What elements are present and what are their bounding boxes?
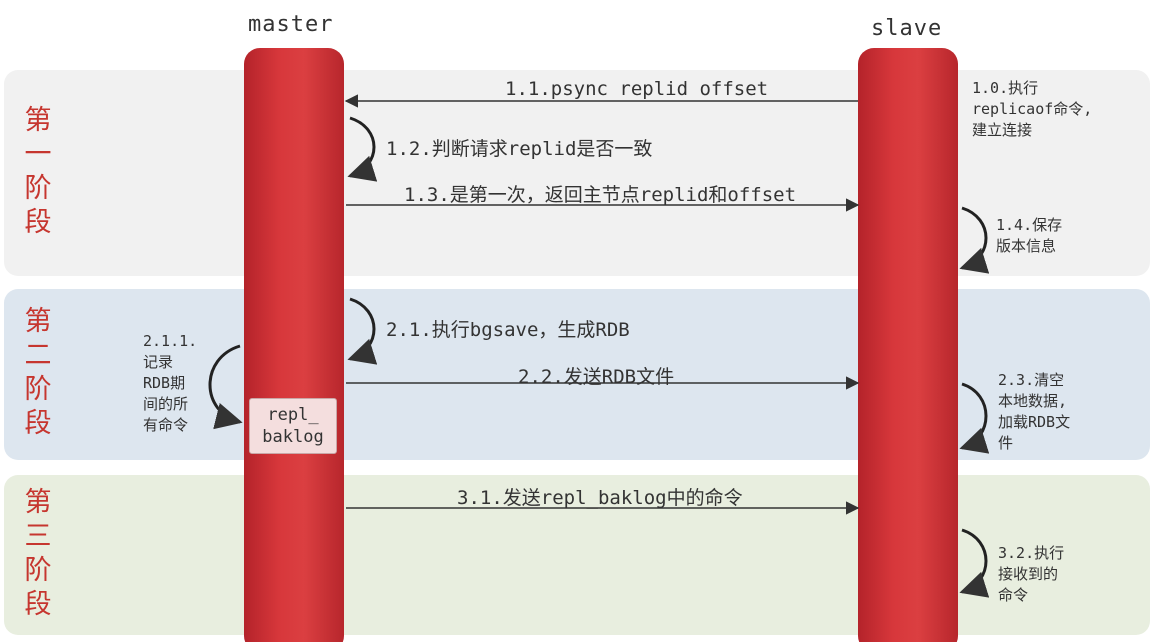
message-3-1: 3.1.发送repl_baklog中的命令 [457,487,743,509]
phase-label-2: 第 二 阶 段 [24,306,52,439]
master-title: master [248,12,334,37]
note-2-1-1: 2.1.1. 记录 RDB期 间的所 有命令 [143,332,198,434]
self-arrow-1-4 [959,206,990,274]
message-1-3: 1.3.是第一次，返回主节点replid和offset [404,184,797,206]
phase-label-3: 第 三 阶 段 [24,487,52,620]
note-3-2: 3.2.执行 接收到的 命令 [998,544,1065,604]
self-arrow-2-1-1 [208,344,243,430]
message-1-1: 1.1.psync replid offset [505,78,769,100]
slave-lifeline [858,48,958,642]
self-arrow-3-2 [959,528,990,598]
phase-band-2 [4,289,1150,460]
note-1-4: 1.4.保存 版本信息 [996,216,1063,255]
message-2-1: 2.1.执行bgsave，生成RDB [386,319,630,341]
repl-baklog-buffer: repl_ baklog [249,398,337,454]
self-arrow-2-1 [347,297,378,365]
slave-title: slave [871,16,943,41]
message-1-2: 1.2.判断请求replid是否一致 [386,138,653,160]
self-arrow-1-2 [347,116,378,182]
master-lifeline [244,48,344,642]
note-2-3: 2.3.清空 本地数据, 加载RDB文 件 [998,371,1071,452]
phase-band-1 [4,70,1150,276]
phase-band-3 [4,475,1150,635]
phase-label-1: 第 一 阶 段 [24,105,52,238]
message-2-2: 2.2.发送RDB文件 [518,366,675,388]
self-arrow-2-3 [959,382,990,454]
note-1-0: 1.0.执行 replicaof命令, 建立连接 [972,79,1093,139]
